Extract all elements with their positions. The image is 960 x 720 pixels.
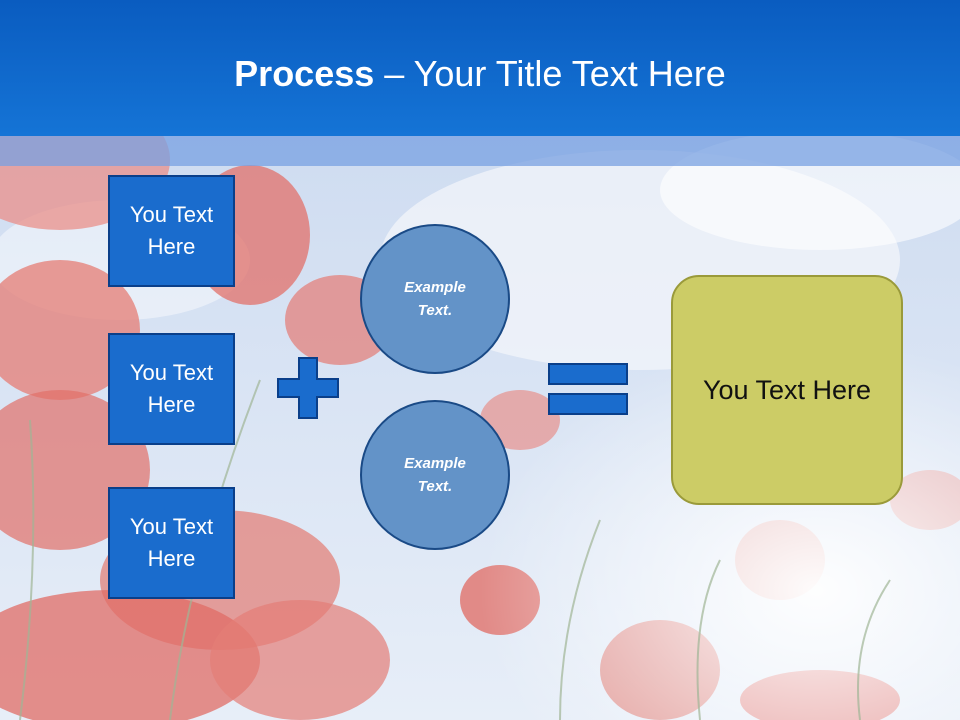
example-circle-1[interactable]: Example Text. — [360, 224, 510, 374]
title-bold: Process — [234, 53, 375, 94]
text-box-1[interactable]: You Text Here — [108, 175, 235, 287]
title-rest: – Your Title Text Here — [374, 53, 726, 94]
slide-title: Process – Your Title Text Here — [0, 52, 960, 96]
example-circle-2[interactable]: Example Text. — [360, 400, 510, 550]
text-box-3[interactable]: You Text Here — [108, 487, 235, 599]
title-bar — [0, 0, 960, 136]
equals-icon — [548, 363, 628, 415]
title-underband — [0, 136, 960, 166]
plus-icon — [277, 357, 339, 419]
text-box-2[interactable]: You Text Here — [108, 333, 235, 445]
result-box[interactable]: You Text Here — [671, 275, 903, 505]
